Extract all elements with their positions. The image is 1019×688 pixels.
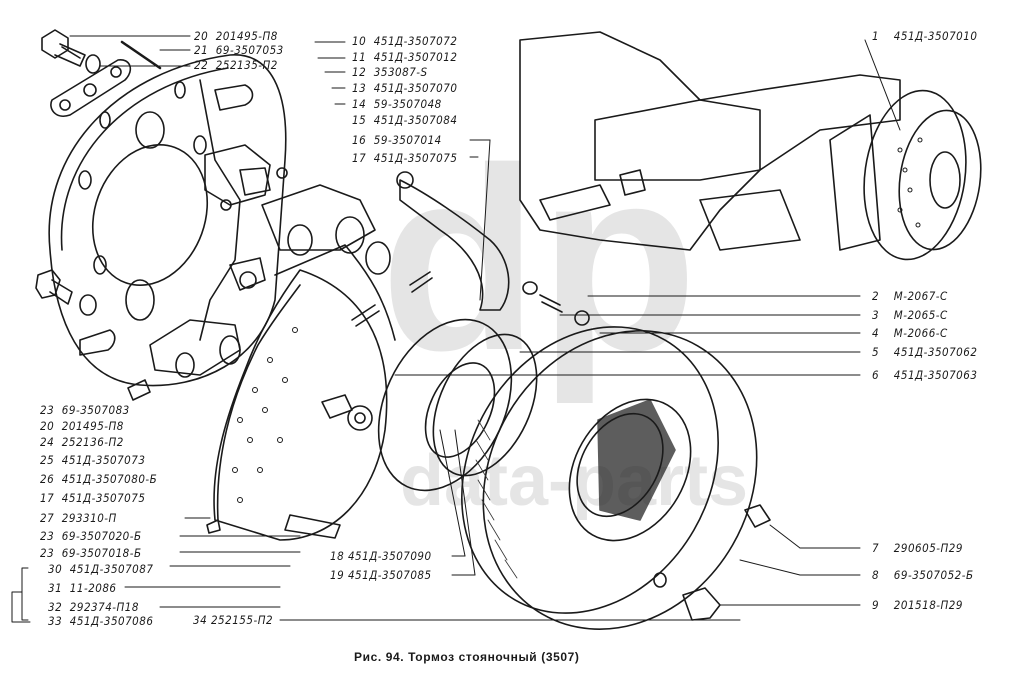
part-label: 14 59-3507048 (352, 97, 442, 111)
part-label: 18 451Д-3507090 (330, 549, 432, 563)
part-label: 24 252136-П2 (40, 435, 124, 449)
part-label: 3 М-2065-С (872, 308, 948, 322)
part-label: 15 451Д-3507084 (352, 113, 458, 127)
part-label: 22 252135-П2 (194, 58, 278, 72)
part-label: 30 451Д-3507087 (48, 562, 154, 576)
part-label: 17 451Д-3507075 (352, 151, 458, 165)
pin-23 (127, 379, 151, 401)
bolt-9 (682, 587, 721, 621)
part-label: 17 451Д-3507075 (40, 491, 146, 505)
part-label: 5 451Д-3507062 (872, 345, 978, 359)
part-label: 32 292374-П18 (48, 600, 139, 614)
part-label: 4 М-2066-С (872, 326, 948, 340)
watermark-logo: dp (380, 115, 698, 405)
backing-plate (48, 54, 287, 387)
part-label: 10 451Д-3507072 (352, 34, 458, 48)
bolt-left (35, 269, 97, 316)
part-label: 23 69-3507083 (40, 403, 130, 417)
brake-drum (461, 326, 758, 630)
spring-3 (539, 294, 563, 313)
part-label: 19 451Д-3507085 (330, 568, 432, 582)
adjuster (321, 394, 373, 431)
pin-27 (206, 519, 221, 534)
part-2 (522, 281, 538, 295)
part-label: 1 451Д-3507010 (872, 29, 978, 43)
part-label: 11 451Д-3507012 (352, 50, 458, 64)
part-label: 26 451Д-3507080-Б (40, 472, 158, 486)
part-label: 7 290605-П29 (872, 541, 963, 555)
washer-4 (574, 310, 590, 326)
bolt-7 (744, 504, 771, 528)
ring (365, 241, 391, 275)
part-label: 21 69-3507053 (194, 43, 284, 57)
expander-assembly (149, 144, 376, 378)
part-label: 33 451Д-3507086 (48, 614, 154, 628)
part-label: 6 451Д-3507063 (872, 368, 978, 382)
part-label: 16 59-3507014 (352, 133, 442, 147)
part-label: 8 69-3507052-Б (872, 568, 974, 582)
part-label: 20 201495-П8 (194, 29, 278, 43)
part-label: 2 М-2067-С (872, 289, 948, 303)
part-label: 27 293310-П (40, 511, 117, 525)
part-label: 12 353087-S (352, 65, 428, 79)
part-label: 25 451Д-3507073 (40, 453, 146, 467)
spring-right (409, 271, 433, 293)
part-label: 31 11-2086 (48, 581, 117, 595)
leader-lines (11, 35, 901, 623)
brake-disc (377, 318, 538, 492)
part-label: 13 451Д-3507070 (352, 81, 458, 95)
axle-housing (519, 31, 982, 261)
brake-shoe (213, 244, 396, 541)
gasket-plate (50, 59, 132, 117)
lever-arm (396, 171, 510, 311)
part-label: 9 201518-П29 (872, 598, 963, 612)
part-label: 23 69-3507020-Б (40, 529, 142, 543)
part-label: 20 201495-П8 (40, 419, 124, 433)
spring-upper (351, 304, 380, 327)
figure-caption: Рис. 94. Тормоз стояночный (3507) (354, 650, 580, 664)
part-label: 34 252155-П2 (193, 613, 274, 627)
bolt-20 (41, 29, 101, 74)
part-label: 23 69-3507018-Б (40, 546, 142, 560)
